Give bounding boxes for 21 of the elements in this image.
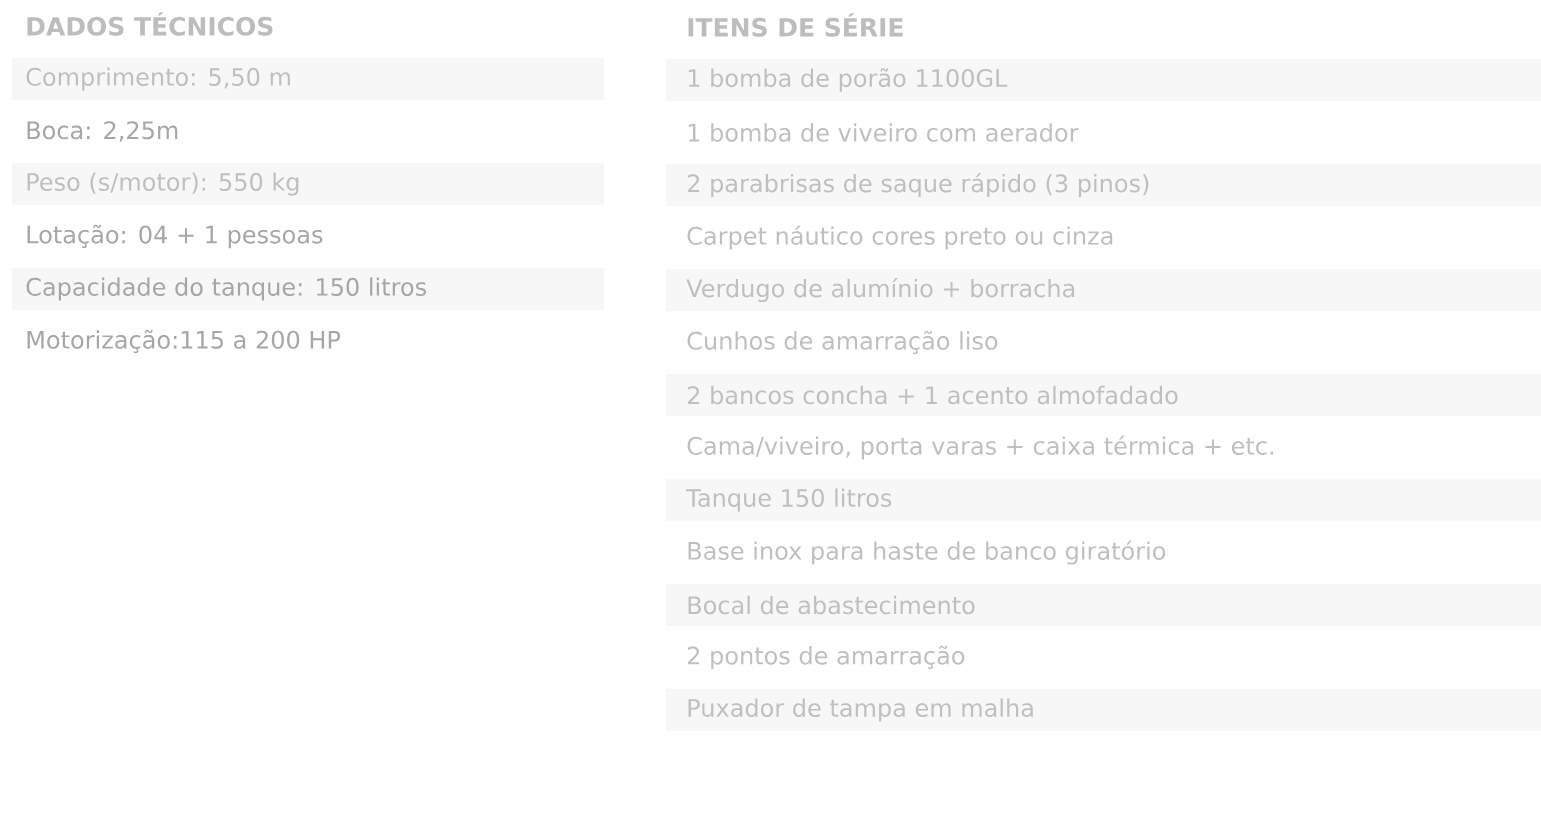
- table-row: Tanque 150 litros: [666, 479, 1541, 521]
- table-row: Verdugo de alumínio + borracha: [666, 269, 1541, 311]
- table-row: 2 bancos concha + 1 acento almofadado: [666, 374, 1541, 416]
- table-row-text: Lotação: 04 + 1 pessoas: [27, 224, 323, 249]
- table-row-text: Carpet náutico cores preto ou cinza: [687, 225, 1113, 250]
- table-row: Peso (s/motor): 550 kg: [12, 163, 604, 205]
- table-row-text: 2 pontos de amarração: [687, 645, 965, 670]
- table-row: Comprimento: 5,50 m: [12, 58, 604, 100]
- table-row: Bocal de abastecimento: [666, 584, 1541, 626]
- table-row: Puxador de tampa em malha: [666, 689, 1541, 731]
- table-row: Capacidade do tanque: 150 litros: [12, 268, 604, 310]
- table-row-text: 1 bomba de viveiro com aerador: [688, 123, 1079, 142]
- table-heading: DADOS TÉCNICOS: [27, 12, 273, 36]
- table-row-text: Cama/viveiro, porta varas + caixa térmica + etc.: [687, 435, 1274, 460]
- table-row-text: Boca: 2,25m: [27, 121, 178, 142]
- table-row: 1 bomba de porão 1100GL: [666, 59, 1541, 101]
- table-row-text: Motorização:115 a 200 HP: [27, 329, 341, 354]
- table-row: 2 parabrisas de saque rápido (3 pinos): [666, 164, 1541, 206]
- table-row-text: Cunhos de amarração liso: [687, 330, 998, 355]
- table-heading: ITENS DE SÉRIE: [688, 13, 903, 37]
- table-row-text: Base inox para haste de banco giratório: [688, 540, 1166, 565]
